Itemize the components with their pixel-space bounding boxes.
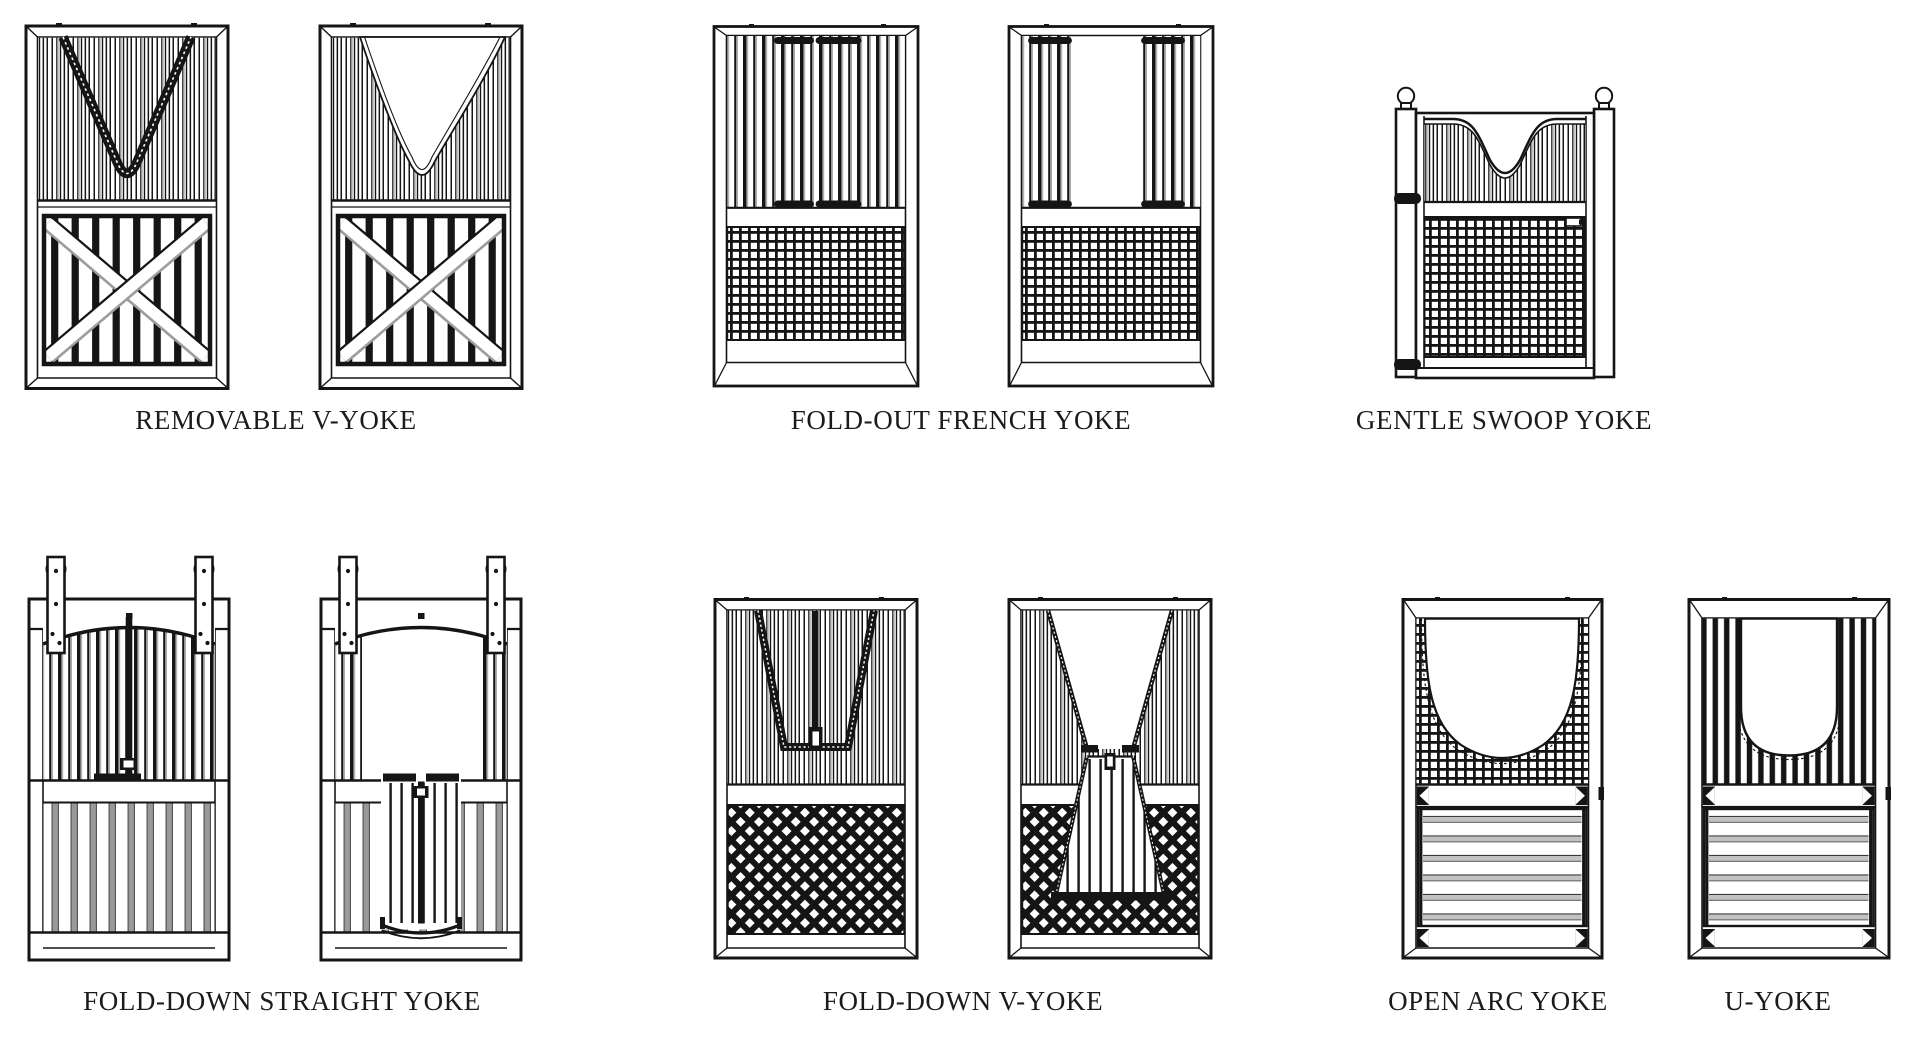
center-rod	[125, 617, 133, 777]
roller-hanger-strap	[46, 555, 214, 655]
latch-icon	[1885, 787, 1891, 800]
v-yoke-opening	[358, 36, 507, 176]
fold-down-straight-yoke-folded-drawing	[319, 555, 523, 962]
swoop-curve	[1424, 117, 1586, 175]
rail-bowtie-trim	[1702, 786, 1875, 805]
fold-out-panel-caps	[774, 37, 862, 208]
fold-down-v-yoke-folded-drawing	[1007, 597, 1213, 960]
label-fold-down-straight-yoke: FOLD-DOWN STRAIGHT YOKE	[83, 986, 481, 1016]
removable-v-yoke-open-drawing	[318, 23, 524, 390]
label-gentle-swoop-yoke: GENTLE SWOOP YOKE	[1355, 405, 1653, 435]
fold-down-straight-yoke-closed-drawing	[27, 555, 231, 962]
hinge-icon	[1394, 193, 1421, 204]
label-u-yoke: U-YOKE	[1724, 986, 1832, 1016]
horizontal-slat-panel	[1709, 810, 1869, 925]
hinge-icon	[1394, 359, 1421, 370]
folded-down-yoke-bundle	[1051, 753, 1169, 901]
ball-finial-icon	[1594, 86, 1614, 106]
crossbuck-panel	[41, 213, 213, 367]
latch-icon	[1565, 217, 1582, 227]
arc-opening	[1423, 617, 1581, 760]
lattice-panel	[726, 804, 906, 935]
u-opening	[1739, 617, 1839, 757]
gate-post	[1592, 107, 1616, 379]
mesh-panel	[726, 226, 906, 341]
horizontal-slat-panel	[1423, 810, 1582, 925]
label-fold-down-v-yoke: FOLD-DOWN V-YOKE	[822, 986, 1104, 1016]
rail-bowtie-trim	[1702, 929, 1875, 947]
rail-bowtie-trim	[1416, 786, 1588, 805]
u-yoke-drawing	[1687, 597, 1891, 960]
latch-icon	[1598, 787, 1604, 800]
label-removable-v-yoke: REMOVABLE V-YOKE	[135, 405, 417, 435]
fold-out-french-yoke-closed-drawing	[712, 24, 920, 388]
open-arc-yoke-drawing	[1401, 597, 1604, 960]
rail-bowtie-trim	[1416, 929, 1588, 947]
fold-out-french-yoke-open-drawing	[1007, 24, 1215, 388]
fold-down-v-yoke-closed-drawing	[713, 597, 919, 960]
folded-down-bar-bundle	[380, 773, 462, 940]
removable-v-yoke-closed-drawing	[24, 23, 230, 390]
label-open-arc-yoke: OPEN ARC YOKE	[1388, 986, 1608, 1016]
gate-post	[1394, 107, 1418, 379]
gentle-swoop-yoke-gate-drawing	[1394, 86, 1616, 380]
ball-finial-icon	[1396, 86, 1416, 106]
label-fold-out-french-yoke: FOLD-OUT FRENCH YOKE	[790, 405, 1132, 435]
